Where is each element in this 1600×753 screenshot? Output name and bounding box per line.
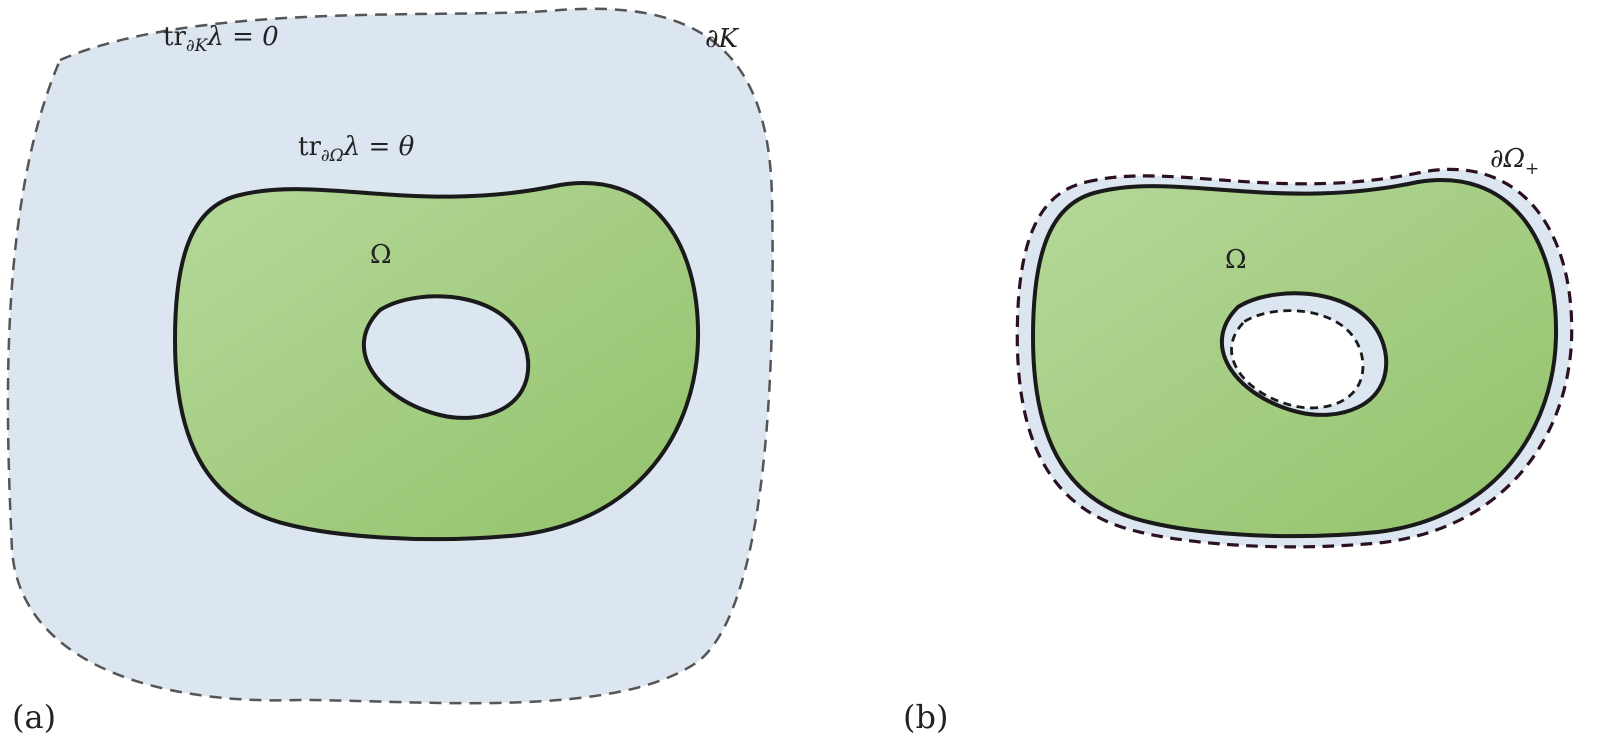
inner-condition-label: tr∂Ωλ = θ — [298, 132, 415, 166]
omega-label-b: Ω — [1225, 245, 1247, 275]
panel-a-label: (a) — [12, 698, 56, 736]
outer-condition-label: tr∂Kλ = 0 — [163, 22, 279, 56]
panel-a: tr∂Kλ = 0 ∂K tr∂Ωλ = θ Ω (a) — [6, 7, 774, 736]
panel-b: ∂Ω+ Ω (b) — [903, 144, 1574, 736]
boundary-k-label: ∂K — [705, 24, 739, 54]
panel-b-label: (b) — [903, 698, 948, 736]
omega-label: Ω — [370, 240, 392, 270]
boundary-omega-plus-label: ∂Ω+ — [1490, 144, 1539, 179]
